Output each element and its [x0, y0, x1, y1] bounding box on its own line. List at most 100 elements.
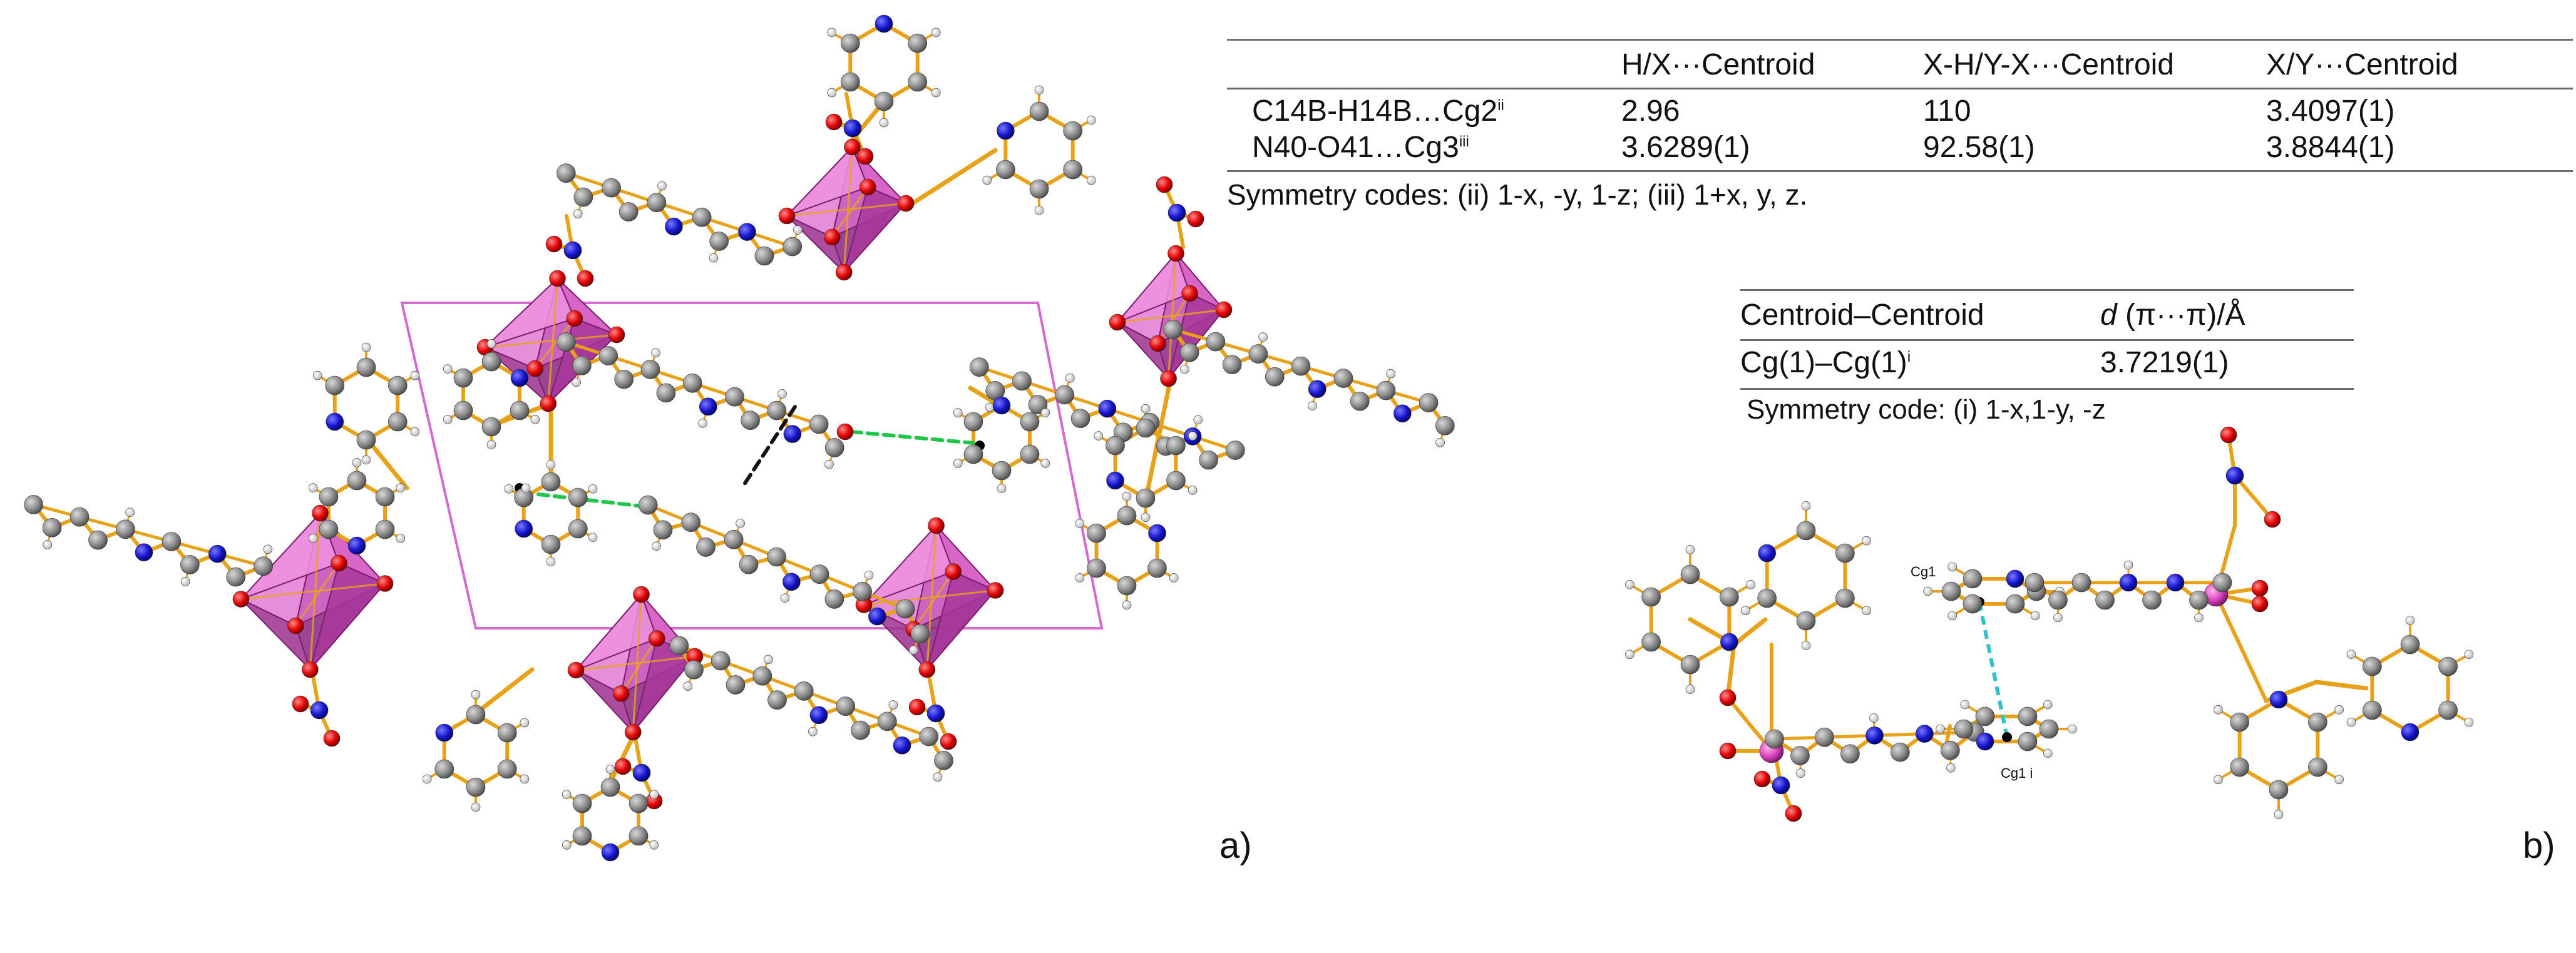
nitrogen-atom	[1393, 404, 1412, 423]
carbon-atom	[481, 417, 501, 437]
hydrogen-atom	[422, 774, 432, 784]
oxygen-atom	[1753, 770, 1771, 788]
hydrogen-atom	[827, 28, 837, 38]
carbon-atom	[638, 495, 658, 515]
bond	[905, 148, 998, 209]
carbon-atom	[724, 530, 744, 549]
hydrogen-atom	[1169, 573, 1179, 583]
carbon-atom	[1796, 521, 1816, 541]
nitrogen-atom	[1106, 471, 1124, 490]
carbon-atom	[853, 582, 872, 601]
hydrogen-atom	[2405, 616, 2415, 625]
hydrogen-atom	[1040, 408, 1050, 418]
hydrogen-atom	[443, 364, 453, 374]
hydrogen-atom	[572, 377, 581, 387]
nitrogen-atom	[783, 425, 802, 443]
carbon-atom	[725, 387, 744, 407]
carbon-atom	[572, 793, 592, 813]
hydrogen-atom	[931, 28, 941, 38]
bond	[2233, 474, 2274, 521]
nitrogen-atom	[1308, 380, 1326, 399]
hydrogen-atom	[588, 484, 598, 494]
carbon-atom	[741, 410, 760, 431]
nitrogen-atom	[665, 217, 683, 236]
carbon-atom	[1963, 569, 1983, 589]
bond	[1725, 642, 1737, 700]
carbon-atom	[2308, 712, 2327, 732]
oxygen-atom	[312, 504, 329, 522]
nitrogen-atom	[893, 736, 911, 755]
carbon-atom	[453, 368, 473, 388]
contacts-row-1-value-1: 2.96	[1621, 94, 1680, 128]
hydrogen-atom	[1947, 611, 1958, 621]
hydrogen-atom	[864, 571, 874, 580]
nitrogen-atom	[843, 119, 862, 138]
hydrogen-atom	[1685, 685, 1695, 694]
carbon-atom	[1029, 179, 1049, 199]
oxygen-atom	[287, 617, 304, 634]
hydrogen-atom	[888, 700, 898, 710]
polyhedron-edge	[485, 334, 617, 349]
hydrogen-atom	[443, 414, 453, 424]
nitrogen-atom	[1772, 776, 1790, 795]
hydrogen-atom	[562, 840, 572, 850]
contacts-header-1: H/X···Centroid	[1621, 48, 1815, 81]
carbon-atom	[1206, 332, 1226, 352]
polyhedron-face	[485, 277, 576, 348]
hydrogen-atom	[780, 593, 790, 603]
oxygen-atom	[823, 228, 841, 246]
nitrogen-atom	[2006, 569, 2024, 588]
hydrogen-atom	[361, 342, 371, 352]
carbon-atom	[2005, 594, 2025, 614]
oxygen-atom	[1109, 313, 1126, 331]
carbon-atom	[2230, 712, 2249, 732]
nitrogen-atom	[632, 763, 651, 782]
carbon-atom	[692, 207, 712, 227]
oxygen-atom	[545, 235, 563, 253]
carbon-atom	[1199, 450, 1218, 470]
oxygen-atom	[844, 138, 861, 156]
coordination-polyhedra	[240, 145, 1225, 734]
hydrogen-atom	[1936, 724, 1945, 734]
carbon-atom	[162, 532, 182, 551]
hydrogen-atom	[933, 772, 943, 782]
carbon-atom	[992, 461, 1012, 481]
hydrogen-atom	[1188, 431, 1198, 441]
carbon-atom	[963, 444, 983, 464]
nitrogen-atom	[1098, 399, 1117, 418]
carbon-atom	[754, 246, 774, 266]
nitrogen-atom	[2401, 723, 2419, 742]
carbon-atom	[681, 512, 701, 532]
nitrogen-atom	[563, 241, 582, 260]
carbon-atom	[375, 519, 395, 539]
carbon-atom	[481, 352, 501, 372]
carbon-atom	[1291, 356, 1311, 376]
hydrogen-atom	[1386, 369, 1396, 379]
oxygen-atom	[918, 661, 936, 678]
carbon-atom	[910, 624, 930, 644]
carbon-atom	[541, 472, 561, 492]
hydrogen-atom	[396, 483, 406, 493]
carbon-atom	[226, 567, 246, 587]
oxygen-atom	[633, 586, 650, 603]
carbon-atom	[24, 495, 43, 514]
nitrogen-atom	[1720, 633, 1738, 651]
carbon-atom	[1117, 576, 1137, 596]
carbon-atom	[783, 237, 803, 257]
hydrogen-atom	[651, 348, 660, 358]
oxygen-atom	[836, 423, 854, 441]
carbon-atom	[557, 332, 576, 352]
carbon-atom	[669, 636, 689, 656]
nitrogen-atom	[1167, 203, 1186, 222]
hydrogen-atom	[2194, 613, 2204, 623]
carbon-atom	[794, 681, 814, 701]
nitrogen-atom	[1148, 524, 1166, 543]
carbon-atom	[1333, 369, 1353, 388]
polyhedron-edge	[295, 563, 340, 626]
carbon-atom	[69, 507, 90, 527]
hydrogen-atom	[1141, 512, 1151, 522]
oxygen-atom	[526, 360, 544, 377]
nitrogen-atom	[435, 723, 454, 742]
hydrogen-atom	[2068, 724, 2077, 734]
contacts-row-1-label: C14B-H14B…Cg2ii	[1252, 94, 1504, 128]
